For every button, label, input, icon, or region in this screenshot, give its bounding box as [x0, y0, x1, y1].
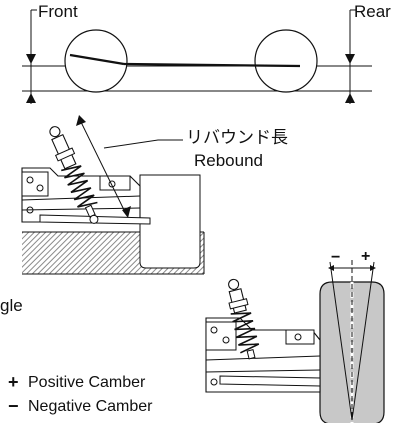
rebound-japanese-label: リバウンド長: [186, 128, 288, 148]
stand-block: [139, 174, 201, 269]
shock-absorber: [49, 126, 99, 224]
camber-shock-absorber: [228, 278, 260, 360]
negative-camber-label: Negative Camber: [28, 398, 153, 415]
rebound-leader-line: [103, 139, 183, 149]
minus-symbol: −: [8, 396, 19, 416]
camber-diagram: [205, 260, 385, 423]
rebound-dimension-line: [79, 119, 127, 215]
ride-height-diagram: [22, 9, 372, 104]
angle-label-fragment: gle: [0, 296, 23, 315]
positive-camber-label: Positive Camber: [28, 374, 146, 391]
camber-negative-sign: −: [331, 249, 341, 266]
rear-label: Rear: [354, 2, 391, 21]
rebound-label: Rebound: [194, 151, 264, 170]
rebound-diagram: [21, 115, 205, 275]
front-label: Front: [38, 2, 78, 21]
positive-camber-line: [351, 261, 375, 421]
rear-arrow-up: [345, 93, 355, 103]
chassis-line: [123, 62, 301, 68]
chassis-front-slope: [69, 53, 125, 66]
front-wheel: [64, 29, 128, 93]
rear-wheel: [254, 29, 318, 93]
plus-symbol: +: [8, 372, 19, 392]
negative-camber-line: [329, 261, 353, 421]
front-arrow-up: [26, 93, 36, 103]
camber-positive-sign: +: [361, 248, 371, 265]
rear-arrow-down: [345, 54, 355, 64]
front-arrow-down: [26, 54, 36, 64]
